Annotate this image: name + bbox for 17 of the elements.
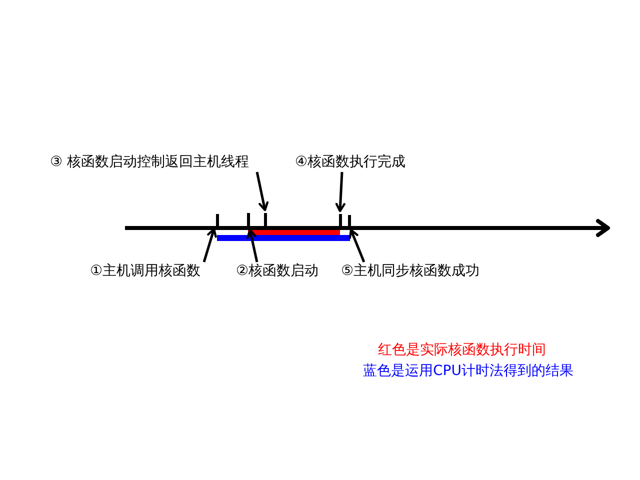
legend-text: 蓝色是运用CPU计时法得到的结果 <box>363 362 574 380</box>
legend-text: 红色是实际核函数执行时间 <box>378 341 546 359</box>
leader-arrow <box>246 228 258 262</box>
step-label: ③ 核函数启动控制返回主机线程 <box>50 153 250 171</box>
leader-arrow <box>335 172 346 212</box>
step-label: ⑤主机同步核函数成功 <box>341 262 480 280</box>
step-label: ①主机调用核函数 <box>90 262 201 280</box>
step-label: ②核函数启动 <box>236 262 319 280</box>
leader-arrow <box>348 228 366 262</box>
tick-mark <box>348 215 351 229</box>
tick-mark <box>264 213 267 228</box>
tick-mark <box>216 214 219 228</box>
leader-arrow <box>202 228 217 262</box>
tick-mark <box>247 213 250 228</box>
tick-mark <box>339 214 342 228</box>
leader-arrow <box>256 172 269 212</box>
step-label: ④核函数执行完成 <box>295 153 406 171</box>
